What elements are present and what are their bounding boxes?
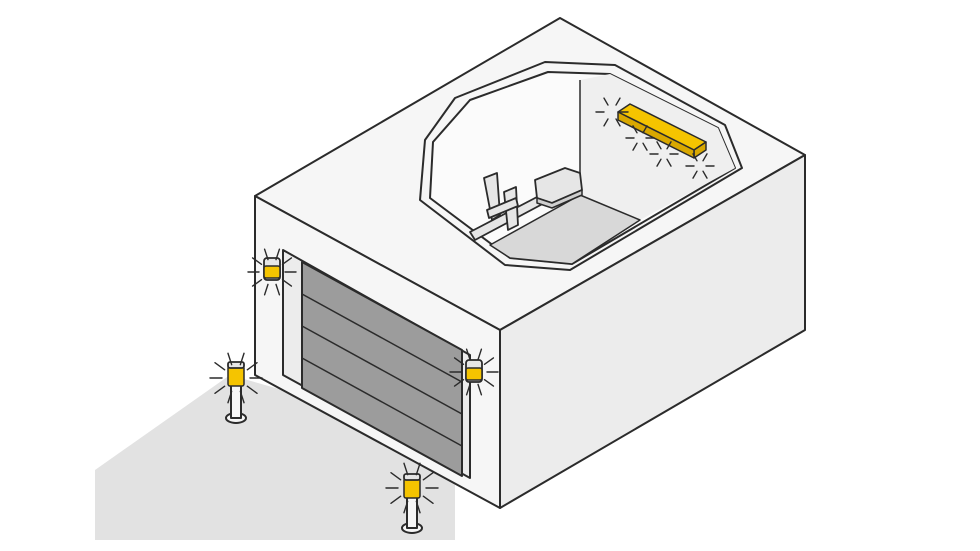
light-ray <box>422 472 434 481</box>
light-ray <box>603 118 609 127</box>
light-ray <box>390 472 402 481</box>
light-ray <box>603 97 609 106</box>
light-ray <box>214 385 226 394</box>
light-ray <box>666 141 672 150</box>
door-panel-seam <box>301 357 463 447</box>
door-panel-seam <box>301 293 463 383</box>
light-ray <box>227 352 233 366</box>
light-ray <box>275 248 281 261</box>
door-opener <box>469 167 583 241</box>
opener-bracket <box>483 172 519 231</box>
opener-motor <box>534 167 583 209</box>
light-ray <box>702 153 708 162</box>
light-ray <box>263 248 269 261</box>
light-ray <box>239 352 245 366</box>
interior-light <box>595 97 715 179</box>
light-ray <box>465 383 471 396</box>
light-ray <box>246 362 258 371</box>
wall-light-left <box>247 248 297 296</box>
light-ray <box>281 278 293 287</box>
light-ray <box>483 378 495 387</box>
wall-light-right <box>449 348 499 396</box>
light-ray <box>251 278 263 287</box>
light-ray <box>477 383 483 396</box>
light-ray <box>615 118 621 127</box>
light-ray <box>632 125 638 134</box>
light-ray <box>453 357 465 366</box>
light-ray <box>666 158 672 167</box>
light-ray <box>251 257 263 266</box>
ground-shadow <box>95 375 455 540</box>
light-ray <box>692 170 698 179</box>
light-ray <box>263 283 269 296</box>
light-ray <box>415 462 421 476</box>
light-ray <box>483 357 495 366</box>
light-ray <box>477 348 483 361</box>
side-wall <box>499 154 806 509</box>
light-ray <box>275 283 281 296</box>
interior-light-rays <box>595 97 715 179</box>
light-ray <box>642 142 648 151</box>
light-ray <box>702 170 708 179</box>
light-ray <box>656 158 662 167</box>
light-ray <box>281 257 293 266</box>
light-ray <box>403 462 409 476</box>
light-ray <box>656 141 662 150</box>
light-ray <box>415 500 421 514</box>
light-ray <box>246 385 258 394</box>
interior-floor <box>489 194 641 265</box>
bollard-light-left <box>209 352 263 424</box>
interior-back-wall <box>580 74 735 220</box>
light-ray <box>214 362 226 371</box>
bollard-light-front <box>385 462 439 534</box>
light-ray <box>422 495 434 504</box>
garage-door <box>282 249 471 479</box>
light-ray <box>403 500 409 514</box>
light-ray <box>390 495 402 504</box>
light-ray <box>227 390 233 404</box>
light-ray <box>465 348 471 361</box>
light-ray <box>239 390 245 404</box>
light-ray <box>632 142 638 151</box>
light-ray <box>692 153 698 162</box>
door-panel-seam <box>301 325 463 415</box>
light-ray <box>615 97 621 106</box>
light-ray <box>453 378 465 387</box>
light-ray <box>642 125 648 134</box>
